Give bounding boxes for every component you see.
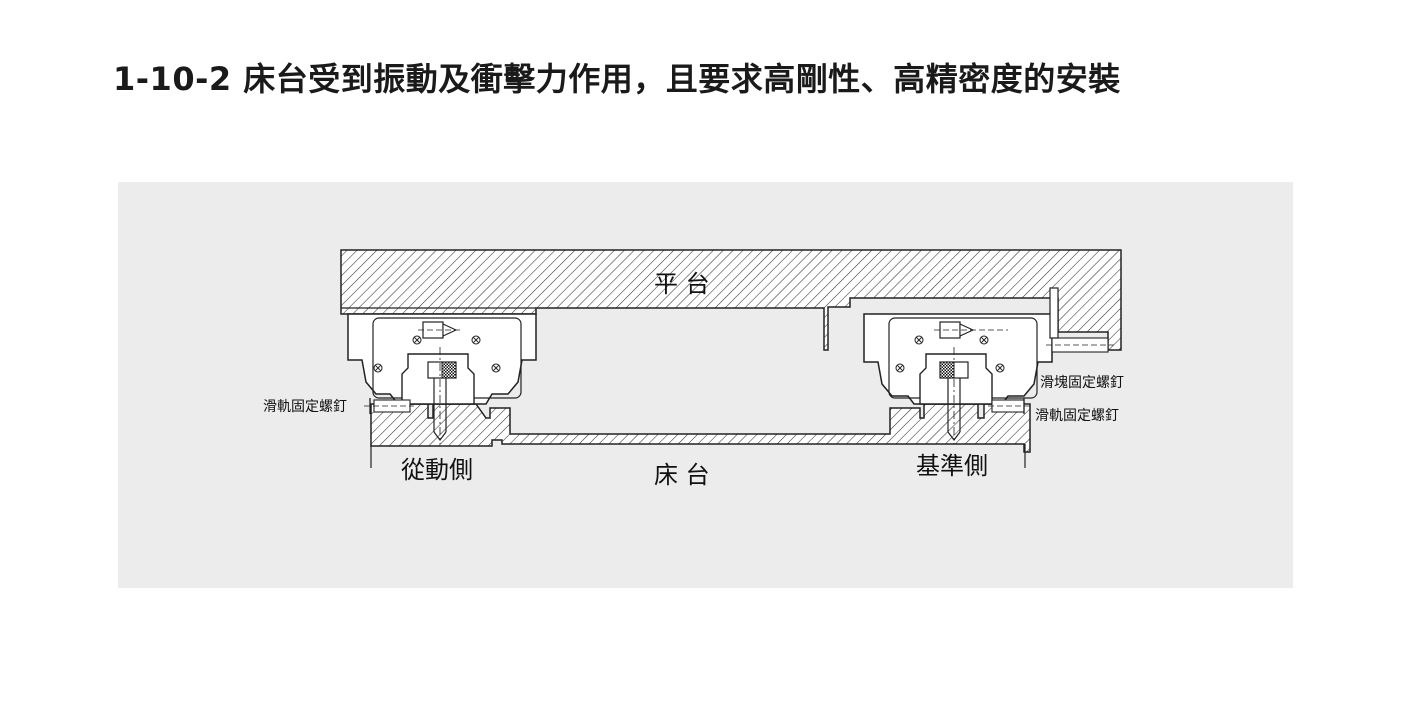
label-rail-screw-right: 滑軌固定螺釘 <box>1035 407 1119 424</box>
block-fixing-screw <box>1046 287 1114 353</box>
screw-mark-left-3-icon <box>373 363 383 373</box>
label-reference-side: 基準側 <box>916 452 988 480</box>
left-carriage-block <box>347 313 537 444</box>
label-bed: 床 台 <box>654 461 710 489</box>
figure-panel: 平 台 床 台 從動側 基準側 滑軌固定螺釘 滑塊固定螺釘 滑軌固定螺釘 <box>118 182 1293 588</box>
screw-mark-left-1-icon <box>412 335 422 345</box>
screw-mark-left-2-icon <box>471 335 481 345</box>
label-block-screw: 滑塊固定螺釘 <box>1040 374 1124 391</box>
label-table: 平 台 <box>654 270 710 298</box>
mounting-diagram: 平 台 床 台 從動側 基準側 滑軌固定螺釘 滑塊固定螺釘 滑軌固定螺釘 <box>263 249 1124 489</box>
screw-mark-right-3-icon <box>895 363 905 373</box>
screw-mark-right-4-icon <box>995 363 1005 373</box>
page-title: 1-10-2 床台受到振動及衝擊力作用，且要求高剛性、高精密度的安裝 <box>113 60 1121 98</box>
screw-mark-right-2-icon <box>979 335 989 345</box>
right-carriage-block <box>863 313 1053 444</box>
screw-mark-left-4-icon <box>491 363 501 373</box>
label-driven-side: 從動側 <box>401 456 473 484</box>
label-rail-screw-left: 滑軌固定螺釘 <box>263 398 347 415</box>
screw-mark-right-1-icon <box>914 335 924 345</box>
